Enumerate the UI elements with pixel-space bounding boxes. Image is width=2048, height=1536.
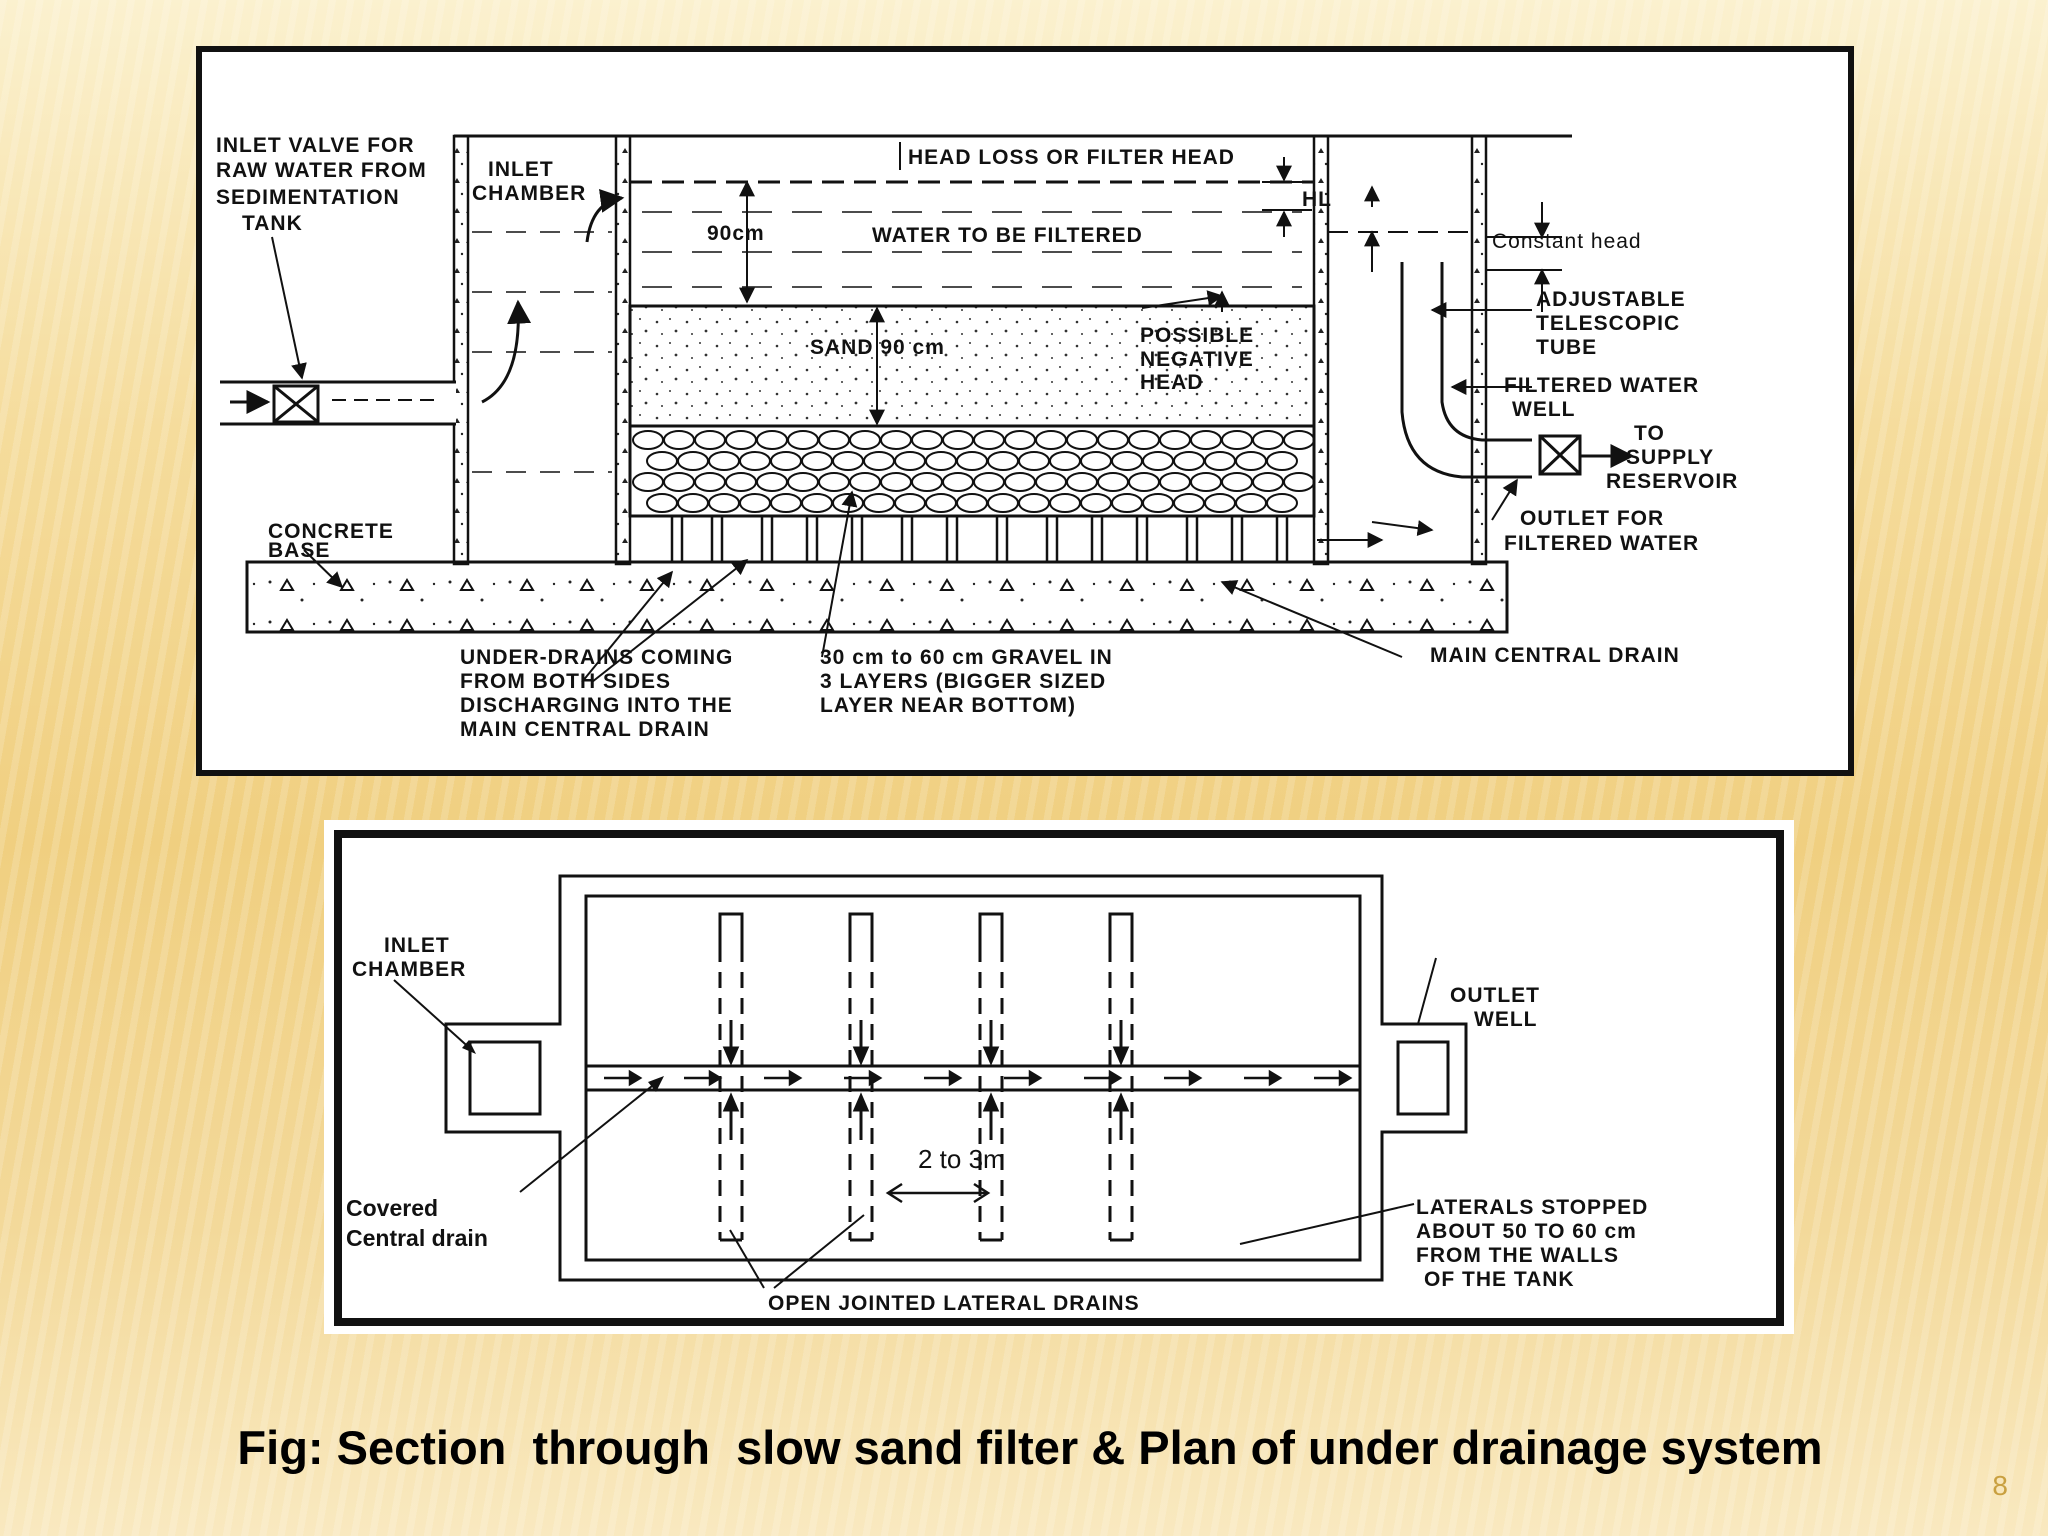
inlet-valve-label-2: RAW WATER FROM: [216, 159, 427, 182]
under-drains-label-4: MAIN CENTRAL DRAIN: [460, 718, 710, 741]
telescopic-tube-label-1: ADJUSTABLE: [1536, 288, 1686, 311]
laterals-label-4: OF THE TANK: [1424, 1268, 1575, 1291]
flow-arrowhead: [1338, 1069, 1353, 1087]
negative-head-label-3: HEAD: [1140, 371, 1204, 394]
filtered-well-wall: [1470, 134, 1488, 566]
plan-diagram: 2 to 3m INLET CHAMBER OUTLET WELL Covere…: [324, 820, 1794, 1334]
concrete-base-label-1: CONCRETE: [268, 520, 394, 543]
inlet-valve-label-3: SEDIMENTATION: [216, 186, 400, 209]
gravel-pebble: [1283, 430, 1315, 450]
flow-arrowhead: [708, 1069, 723, 1087]
lateral-flow-arrowhead: [982, 1046, 1000, 1066]
inlet-chamber-label-1: INLET: [488, 158, 554, 181]
covered-drain-label-2: Central drain: [346, 1225, 488, 1251]
spacing-label: 2 to 3m: [918, 1144, 1005, 1174]
covered-drain-label-1: Covered: [346, 1195, 438, 1221]
flow-arrowhead: [948, 1069, 963, 1087]
filtered-well-label-1: FILTERED WATER: [1504, 374, 1699, 397]
lateral-drain: [718, 912, 744, 946]
plan-outlet-label-2: WELL: [1474, 1008, 1537, 1031]
section-drawing: INLET VALVE FOR RAW WATER FROM SEDIMENTA…: [216, 134, 1738, 741]
gravel-pebble: [1266, 451, 1298, 471]
gravel-label-3: LAYER NEAR BOTTOM): [820, 694, 1076, 717]
under-drains-label-2: FROM BOTH SIDES: [460, 670, 671, 693]
inlet-valve-label-1: INLET VALVE FOR: [216, 134, 415, 157]
gravel-pebble: [1266, 493, 1298, 513]
concrete-base: [245, 560, 1509, 634]
lateral-flow-arrowhead: [982, 1092, 1000, 1112]
telescopic-tube-label-3: TUBE: [1536, 336, 1597, 359]
gravel-layer: [628, 424, 1316, 518]
constant-head-label: Constant head: [1492, 230, 1642, 253]
gravel-label-1: 30 cm to 60 cm GRAVEL IN: [820, 646, 1113, 669]
inlet-chamber: [468, 1040, 542, 1116]
lateral-flow-arrowhead: [722, 1092, 740, 1112]
section-diagram: INLET VALVE FOR RAW WATER FROM SEDIMENTA…: [196, 46, 1854, 776]
concrete-base-label-2: BASE: [268, 539, 330, 562]
flow-arrowhead: [788, 1069, 803, 1087]
water-label: WATER TO BE FILTERED: [872, 224, 1143, 247]
hl-label: HL: [1302, 188, 1332, 211]
flow-arrowhead: [1028, 1069, 1043, 1087]
flow-arrowhead: [628, 1069, 643, 1087]
plan-border: [334, 830, 1784, 1326]
main-drain-label: MAIN CENTRAL DRAIN: [1430, 644, 1680, 667]
gravel-pebble: [1283, 472, 1315, 492]
tank-outline: [444, 874, 1468, 1282]
inlet-chamber-outer-wall: [452, 134, 470, 566]
outlet-label-1: OUTLET FOR: [1520, 507, 1664, 530]
supply-label-1: TO: [1634, 422, 1665, 445]
slide-number: 8: [1992, 1470, 2008, 1501]
outlet-label-2: FILTERED WATER: [1504, 532, 1699, 555]
lateral-flow-arrowhead: [852, 1092, 870, 1112]
sand-label: SAND 90 cm: [810, 336, 945, 359]
plan-inlet-label-2: CHAMBER: [352, 958, 466, 981]
inlet-chamber-label-2: CHAMBER: [472, 182, 586, 205]
gravel-label-2: 3 LAYERS (BIGGER SIZED: [820, 670, 1106, 693]
negative-head-label-2: NEGATIVE: [1140, 348, 1254, 371]
lateral-flow-arrowhead: [1112, 1046, 1130, 1066]
under-drains-label-1: UNDER-DRAINS COMING: [460, 646, 733, 669]
water-depth-label: 90cm: [707, 222, 765, 245]
negative-head-label-1: POSSIBLE: [1140, 324, 1254, 347]
inlet-valve-label-4: TANK: [242, 212, 303, 235]
lateral-drain: [1108, 912, 1134, 946]
laterals-label-1: LATERALS STOPPED: [1416, 1196, 1648, 1219]
laterals-label-2: ABOUT 50 TO 60 cm: [1416, 1220, 1637, 1243]
outlet-well: [1396, 1040, 1450, 1116]
telescopic-tube-label-2: TELESCOPIC: [1536, 312, 1680, 335]
filtered-well-label-2: WELL: [1512, 398, 1575, 421]
flow-arrowhead: [1188, 1069, 1203, 1087]
lateral-drain: [978, 912, 1004, 946]
figure-caption: Fig: Section through slow sand filter & …: [237, 1421, 1823, 1474]
lateral-flow-arrowhead: [852, 1046, 870, 1066]
supply-label-3: RESERVOIR: [1606, 470, 1738, 493]
plan-outlet-label-1: OUTLET: [1450, 984, 1540, 1007]
laterals-label-3: FROM THE WALLS: [1416, 1244, 1619, 1267]
plan-inlet-label-1: INLET: [384, 934, 450, 957]
head-loss-label: HEAD LOSS OR FILTER HEAD: [908, 146, 1235, 169]
flow-arrowhead: [1268, 1069, 1283, 1087]
open-drains-label: OPEN JOINTED LATERAL DRAINS: [768, 1292, 1140, 1315]
lateral-flow-arrowhead: [722, 1046, 740, 1066]
sand-layer: [628, 304, 1316, 428]
plan-drawing: 2 to 3m INLET CHAMBER OUTLET WELL Covere…: [334, 830, 1784, 1326]
lateral-flow-arrowhead: [1112, 1092, 1130, 1112]
lateral-drain: [848, 912, 874, 946]
under-drains-label-3: DISCHARGING INTO THE: [460, 694, 733, 717]
supply-label-2: SUPPLY: [1626, 446, 1714, 469]
